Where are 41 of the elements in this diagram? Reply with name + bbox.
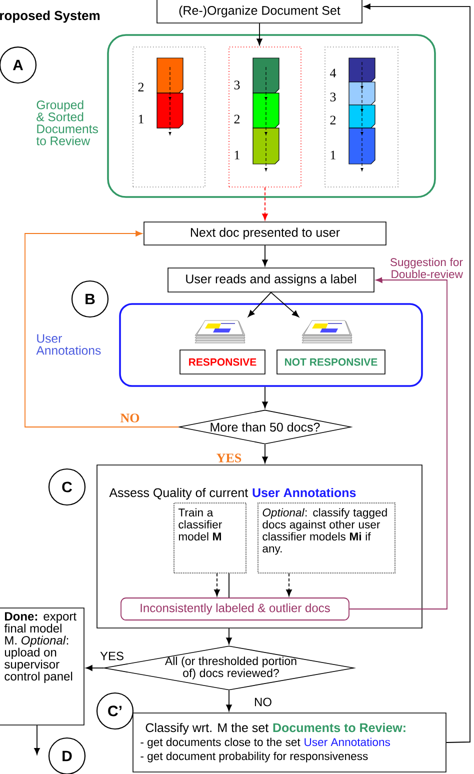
- document-stack-icon: [302, 320, 352, 344]
- arrow: [262, 244, 268, 266]
- arrow: [256, 22, 262, 46]
- task-box: Train a classifier model M: [174, 502, 246, 574]
- process-box: Classify wrt. M the set Documents to Review: - get documents close to the set User Annotations - get document probability for responsiveness: [132, 712, 446, 772]
- group-caption: Grouped & Sorted Documents to Review: [36, 100, 98, 146]
- task-box: Optional: classify tagged docs against other user classifier models Mi if any.: [258, 502, 396, 574]
- arrow: [24, 230, 180, 428]
- process-box: Done: export final model M. Optional: upload on supervisor control panel: [0, 608, 84, 726]
- edge-label: Suggestion for Double-review: [390, 258, 463, 278]
- edge-label: YES: [100, 652, 124, 660]
- process-box: Next doc presented to user: [144, 222, 386, 246]
- arrow: [226, 690, 232, 712]
- process-box: User reads and assigns a label: [168, 268, 374, 292]
- document-panel: 3 2 1: [228, 46, 302, 188]
- section-label: User Annotations: [36, 334, 101, 355]
- arrow: [262, 386, 268, 408]
- arrow: [364, 4, 470, 743]
- annotation-box: [119, 303, 423, 387]
- edge-label: NO: [254, 698, 272, 706]
- arrow: [226, 628, 232, 644]
- outlier-box: Inconsistently labeled & outlier docs: [120, 598, 350, 620]
- process-box: NOT RESPONSIVE: [276, 350, 386, 374]
- arrow: [286, 572, 292, 596]
- edge-label: YES: [216, 454, 242, 462]
- arrow: [214, 572, 220, 596]
- arrow: [270, 292, 299, 318]
- document-stack-icon: [194, 320, 246, 344]
- group-box: [107, 34, 436, 198]
- process-box: (Re-)Organize Document Set: [156, 0, 362, 24]
- document-panel: 2 1: [132, 46, 206, 188]
- process-box: RESPONSIVE: [180, 350, 266, 374]
- title: roposed System: [0, 10, 100, 23]
- arrow: [34, 724, 40, 755]
- arrow: [349, 277, 448, 610]
- arrow: [86, 665, 104, 671]
- edge-label: NO: [120, 414, 140, 422]
- arrow: [262, 444, 268, 464]
- arrow: [262, 186, 268, 220]
- document-panel: 4 3 2 1: [324, 46, 398, 188]
- arrow: [248, 292, 272, 317]
